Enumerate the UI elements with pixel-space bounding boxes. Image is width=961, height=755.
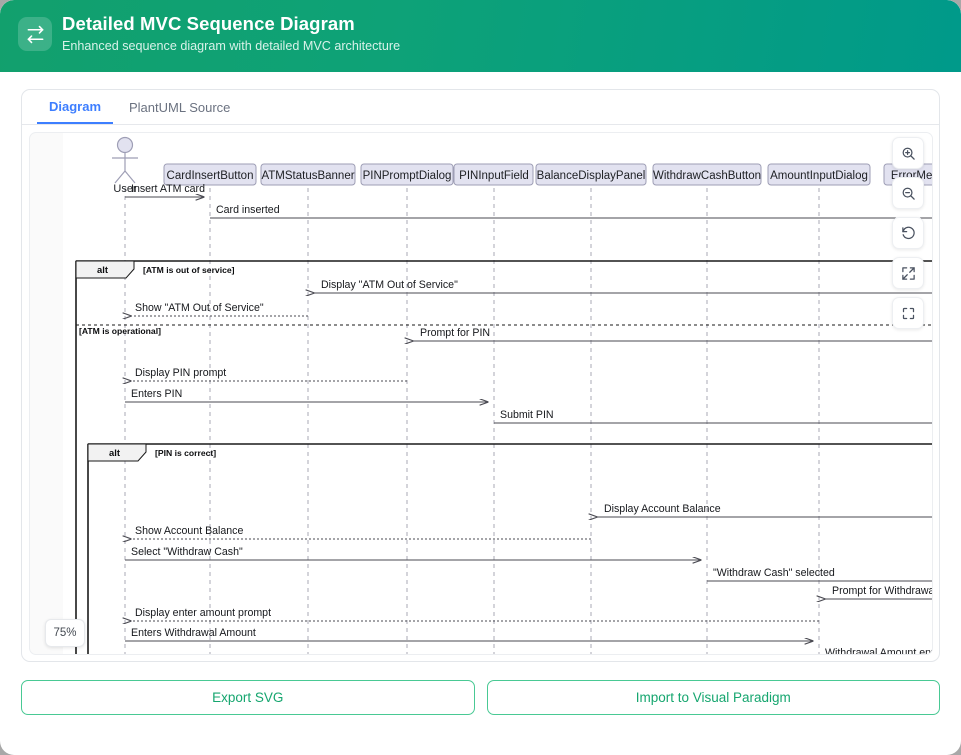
message: Prompt for PIN xyxy=(413,327,932,341)
message-label: Insert ATM card xyxy=(131,183,205,195)
participant-box: BalanceDisplayPanel xyxy=(535,163,647,186)
message: Prompt for Withdrawal Amou xyxy=(825,585,933,599)
message-label: Show "ATM Out of Service" xyxy=(135,302,264,314)
message-label: Enters PIN xyxy=(131,388,182,400)
message-label: "Withdraw Cash" selected xyxy=(713,567,835,579)
fullscreen-icon xyxy=(901,306,916,321)
participant-label: BalanceDisplayPanel xyxy=(537,170,646,182)
exchange-arrows-icon xyxy=(18,17,52,51)
zoom-level-badge: 75% xyxy=(45,619,85,647)
page-subtitle: Enhanced sequence diagram with detailed … xyxy=(62,39,401,53)
fit-screen-button[interactable] xyxy=(892,257,924,289)
fragment-operator: alt xyxy=(109,447,120,458)
message: Show Account Balance xyxy=(131,525,591,539)
fragment-alt-inner: alt [PIN is correct] xyxy=(87,443,932,654)
zoom-out-icon xyxy=(901,186,916,201)
participant-label: PINPromptDialog xyxy=(363,170,452,182)
message: Submit PIN xyxy=(494,409,932,424)
app-header: Detailed MVC Sequence Diagram Enhanced s… xyxy=(0,0,961,72)
message: Display "ATM Out of Service" xyxy=(314,279,932,293)
message: Display PIN prompt xyxy=(131,367,407,381)
fragment-operator: alt xyxy=(97,264,108,275)
message-label: Show Account Balance xyxy=(135,525,243,537)
message: Display enter amount prompt xyxy=(131,607,819,621)
fragment-else-condition: [ATM is operational] xyxy=(79,326,161,336)
footer-actions: Export SVG Import to Visual Paradigm xyxy=(21,680,940,715)
message: Withdrawal Amount entered xyxy=(825,647,933,655)
message: Select "Withdraw Cash" xyxy=(125,546,701,560)
fragment-condition: [ATM is out of service] xyxy=(143,265,235,275)
diagram-card: Diagram PlantUML Source xyxy=(21,89,940,662)
message-label: Display Account Balance xyxy=(604,503,721,515)
participant-label: WithdrawCashButton xyxy=(653,170,761,182)
participant-box: ATMStatusBanner xyxy=(260,163,356,186)
participant-label: PINInputField xyxy=(459,170,529,182)
fullscreen-button[interactable] xyxy=(892,297,924,329)
page-title: Detailed MVC Sequence Diagram xyxy=(62,13,355,34)
participant-label: AmountInputDialog xyxy=(770,170,868,182)
lifelines xyxy=(124,188,820,654)
tab-plantuml-source[interactable]: PlantUML Source xyxy=(129,99,231,115)
diagram-toolbar xyxy=(892,137,924,329)
fragment-alt-outer: alt [ATM is out of service] [ATM is oper… xyxy=(75,260,932,654)
import-visual-paradigm-button[interactable]: Import to Visual Paradigm xyxy=(486,680,940,715)
participant-label: CardInsertButton xyxy=(167,170,254,182)
zoom-in-button[interactable] xyxy=(892,137,924,169)
participant-box: PINPromptDialog xyxy=(360,163,454,186)
participant-box: PINInputField xyxy=(453,163,534,186)
expand-icon xyxy=(901,266,916,281)
fragment-condition: [PIN is correct] xyxy=(155,448,216,458)
tab-diagram[interactable]: Diagram xyxy=(37,90,114,124)
message: "Withdraw Cash" selected xyxy=(707,567,932,582)
message: Enters PIN xyxy=(125,388,488,402)
participants: CardInsertButton ATMStatusBanner PINProm… xyxy=(163,163,932,186)
participant-box: CardInsertButton xyxy=(163,163,257,186)
message-label: Prompt for Withdrawal Amou xyxy=(832,585,933,597)
zoom-out-button[interactable] xyxy=(892,177,924,209)
message-label: Display PIN prompt xyxy=(135,367,226,379)
message-label: Display enter amount prompt xyxy=(135,607,271,619)
diagram-viewport[interactable]: User CardInsertButton ATMStatusBanner xyxy=(29,132,933,655)
export-svg-button[interactable]: Export SVG xyxy=(21,680,475,715)
participant-label: ATMStatusBanner xyxy=(261,170,354,182)
message-label: Withdrawal Amount entered xyxy=(825,647,933,655)
participant-box: WithdrawCashButton xyxy=(652,163,762,186)
message: Display Account Balance xyxy=(597,503,932,517)
message: Enters Withdrawal Amount xyxy=(125,627,813,641)
diagram-canvas[interactable]: User CardInsertButton ATMStatusBanner xyxy=(63,133,933,655)
message-label: Enters Withdrawal Amount xyxy=(131,627,256,639)
actor-label: User xyxy=(113,183,137,195)
message-label: Select "Withdraw Cash" xyxy=(131,546,243,558)
message-label: Card inserted xyxy=(216,204,280,216)
message: Show "ATM Out of Service" xyxy=(131,302,308,316)
message-label: Submit PIN xyxy=(500,409,554,421)
reset-icon xyxy=(901,226,916,241)
message: Insert ATM card xyxy=(125,183,205,197)
message: Card inserted xyxy=(210,204,932,219)
actor-user xyxy=(112,136,138,184)
reset-button[interactable] xyxy=(892,217,924,249)
tab-bar: Diagram PlantUML Source xyxy=(22,90,939,125)
message-label: Prompt for PIN xyxy=(420,327,490,339)
message-label: Display "ATM Out of Service" xyxy=(321,279,458,291)
participant-box: AmountInputDialog xyxy=(767,163,871,186)
messages: Insert ATM card Card inserted Display "A… xyxy=(125,183,933,655)
sequence-diagram-svg: User CardInsertButton ATMStatusBanner xyxy=(75,136,933,655)
zoom-in-icon xyxy=(901,146,916,161)
